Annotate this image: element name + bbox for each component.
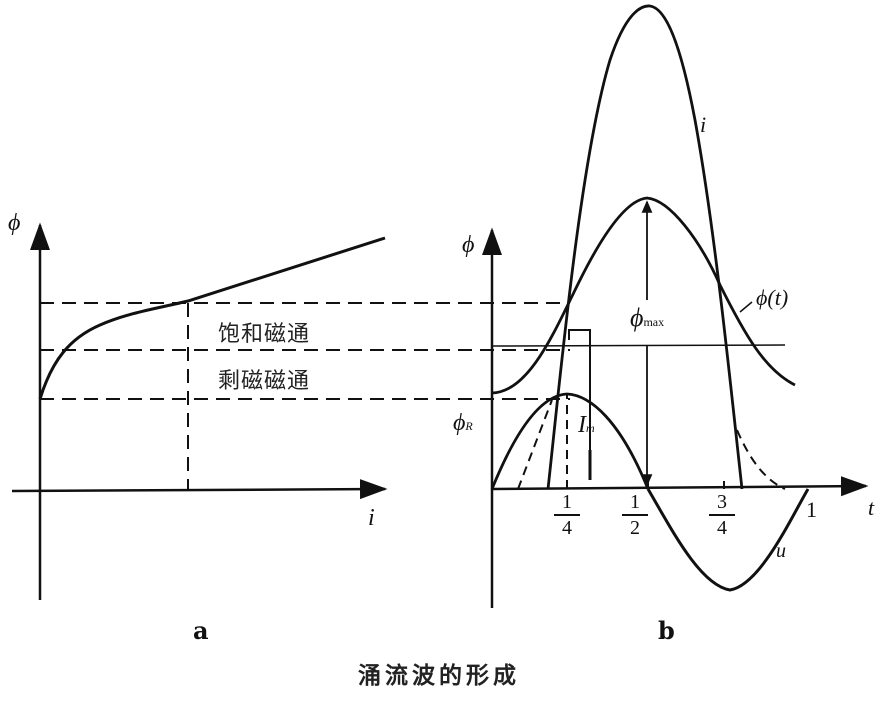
saturation-flux-label: 饱和磁通	[218, 322, 311, 347]
panel-b-axes	[482, 227, 869, 608]
phi-R-label: ϕR	[453, 410, 473, 436]
panel-a-label: a	[193, 616, 209, 645]
tick-label-one: 1	[806, 497, 817, 522]
voltage-u-curve	[646, 488, 810, 592]
phi-t-label: ϕ(t)	[756, 285, 789, 310]
magnetization-curve	[38, 236, 386, 400]
panel-b-y-axis-label: ϕ	[462, 232, 475, 258]
panel-a-y-axis-label: ϕ	[8, 210, 21, 236]
phi-t-leader	[739, 301, 753, 313]
flux-phi-t-curve	[491, 196, 796, 395]
u-curve-label: u	[776, 540, 786, 562]
panel-a-axes	[11, 222, 388, 600]
Im-label: Im	[578, 412, 595, 438]
panel-b-label: b	[658, 616, 675, 645]
time-ticks	[566, 481, 725, 489]
panel-a-x-axis-label: i	[368, 505, 375, 531]
panel-b-x-axis-label: t	[868, 495, 875, 520]
inrush-current-i-curve	[546, 4, 744, 490]
panel-b-dashed-curves	[517, 395, 786, 490]
figure-caption: 涌流波的形成	[358, 663, 520, 689]
panel-a-dashed-guides	[40, 302, 570, 489]
remanent-level-line	[491, 344, 786, 347]
phi-max-label: ϕmax	[630, 303, 665, 332]
remanent-flux-label: 剩磁磁通	[218, 369, 311, 394]
Im-bracket	[568, 329, 591, 460]
i-curve-label: i	[700, 112, 707, 137]
sine-half-wave	[490, 392, 650, 490]
